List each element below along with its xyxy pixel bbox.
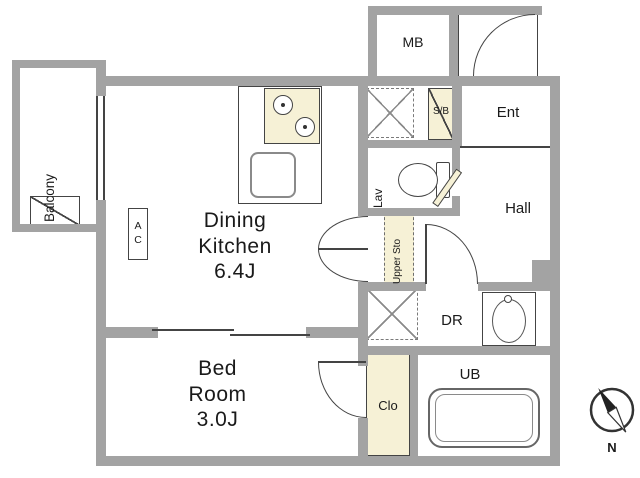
wall: [368, 6, 377, 85]
toilet-bowl-icon: [398, 163, 438, 197]
wall: [306, 327, 368, 338]
balcony-partition-icon: [30, 196, 80, 226]
wall: [358, 418, 368, 460]
closet-door-leaf: [318, 361, 366, 363]
room-label-lav: Lav: [371, 188, 385, 208]
wall: [358, 140, 460, 148]
wall: [96, 60, 106, 466]
wall: [478, 282, 560, 291]
room-label-hall: Hall: [505, 200, 531, 217]
window-line: [103, 96, 105, 200]
sliding-door-leaf: [230, 334, 310, 336]
dr-door-arc: [426, 224, 478, 284]
sb-shaft-box: [428, 88, 454, 140]
wall: [12, 224, 96, 232]
bedroom-size: 3.0J: [196, 408, 239, 432]
wall: [452, 86, 462, 148]
room-label-upper-sto: Upper Sto: [392, 238, 403, 284]
bedroom-line: Bed: [198, 357, 237, 380]
ac-unit-box: [128, 208, 148, 260]
bedroom-line: Room: [188, 382, 247, 406]
room-label-ub: UB: [459, 366, 481, 383]
dr-door-leaf: [425, 224, 427, 284]
room-label-dr: DR: [441, 312, 463, 329]
room-label-balcony: Balcony: [42, 173, 57, 222]
compass-north-label: N: [607, 440, 617, 455]
room-label-ent: Ent: [496, 104, 520, 121]
wall: [96, 327, 158, 338]
compass-icon: [589, 387, 635, 433]
room-label-mb: MB: [402, 34, 424, 50]
dk-door-midline: [318, 248, 368, 250]
closet-door-arc: [318, 362, 366, 418]
pipe-shaft-hatch: [366, 288, 418, 340]
stove-burner-icon: [273, 95, 293, 115]
room-label-clo: Clo: [378, 398, 398, 413]
burner-dot: [303, 125, 307, 129]
wall: [452, 148, 460, 174]
balcony-window: [96, 96, 106, 200]
window-line: [96, 96, 98, 200]
bathtub-inner-line: [435, 394, 533, 442]
wash-basin-icon: [492, 299, 526, 343]
wall: [358, 346, 560, 355]
room-label-bedroom: Bed Room 3.0J: [140, 356, 295, 433]
sliding-door-leaf: [152, 329, 234, 331]
dk-line: Dining: [203, 209, 267, 232]
wall: [12, 60, 96, 68]
room-label-ac: AC: [128, 208, 148, 260]
wall: [358, 86, 368, 216]
room-label-sb: S/B: [432, 106, 450, 117]
room-label-dining-kitchen: Dining Kitchen 6.4J: [158, 208, 312, 285]
wall: [358, 284, 368, 344]
wall: [449, 6, 458, 85]
pipe-shaft-hatch: [366, 88, 414, 138]
wall: [358, 208, 460, 216]
kitchen-sink-icon: [250, 152, 296, 198]
wall: [410, 352, 418, 456]
faucet-icon: [504, 295, 512, 303]
wall: [358, 338, 368, 366]
wall: [96, 76, 560, 86]
wall: [452, 196, 460, 216]
ac-text: AC: [132, 220, 144, 248]
compass: N: [584, 382, 640, 460]
wall: [96, 456, 560, 466]
dk-size: 6.4J: [214, 260, 256, 284]
wall: [12, 60, 20, 232]
stove-icon: [264, 88, 320, 144]
upper-storage-box: [384, 212, 414, 286]
stove-burner-icon: [295, 117, 315, 137]
dk-line: Kitchen: [198, 234, 272, 258]
wall: [532, 260, 550, 288]
wall: [550, 76, 560, 466]
burner-dot: [281, 103, 285, 107]
wall: [358, 282, 426, 291]
closet-box: [366, 352, 410, 456]
bathtub-icon: [428, 388, 540, 448]
entrance-step-line: [460, 146, 550, 148]
